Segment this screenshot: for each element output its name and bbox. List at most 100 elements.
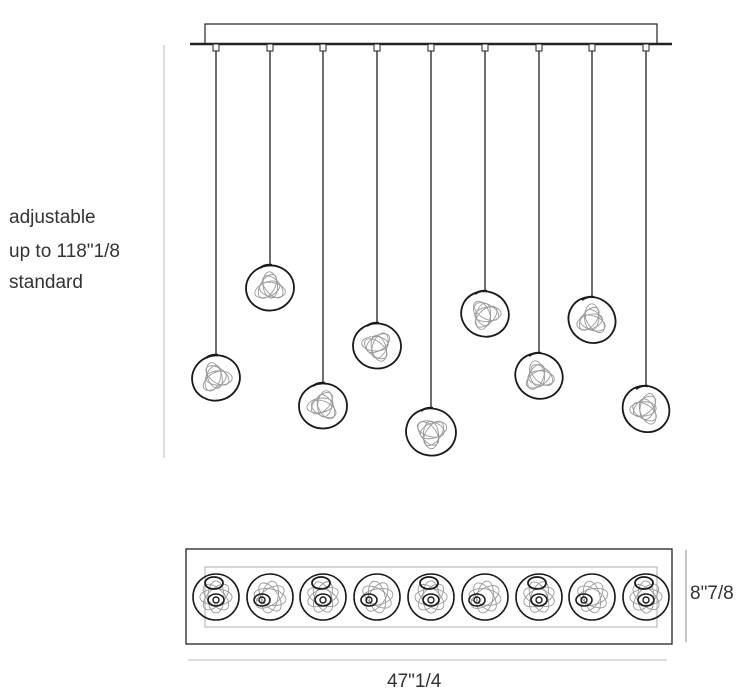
top-view-globe-7 — [515, 573, 563, 621]
top-view-wire-coil — [207, 580, 225, 614]
top-view-wire-coil — [417, 583, 445, 611]
pendant-wire-coil — [361, 336, 389, 352]
top-view-opening — [360, 593, 378, 607]
top-view-socket — [258, 596, 266, 604]
pendant-glass-lip — [420, 406, 434, 412]
top-view-globe-3 — [299, 573, 347, 621]
top-view-globe-outline — [515, 573, 563, 621]
top-view-wire-coil — [253, 588, 287, 606]
pendant-glass-lip — [474, 289, 488, 295]
top-view-wire-coil — [202, 583, 230, 611]
pendant-glass-globe — [245, 264, 295, 312]
canopy — [190, 23, 672, 46]
top-view-glass-lip — [419, 576, 439, 590]
top-view-socket — [642, 596, 650, 604]
top-view-opening — [253, 593, 271, 607]
top-view-wire-coil — [367, 580, 387, 614]
top-view-wire-coil — [470, 585, 500, 609]
pendant-socket — [427, 43, 435, 52]
top-view-wire-coil — [523, 587, 555, 607]
pendant-glass-lip — [366, 321, 380, 327]
height-label-line-1: adjustable — [9, 207, 96, 228]
depth-label: 8"7/8 — [690, 583, 734, 604]
top-view-wire-coil — [476, 580, 494, 614]
top-view-wire-coil — [362, 585, 392, 609]
top-view-glass-lip — [204, 576, 224, 590]
top-view-wire-coil — [468, 588, 502, 606]
pendant-wire-coil — [204, 365, 222, 392]
pendant-glass-lip — [259, 263, 273, 269]
top-view-globe-outline — [353, 573, 401, 621]
pendant-wire-coil — [202, 370, 227, 391]
canopy-box — [204, 23, 658, 45]
pendant-wire-coil — [306, 397, 334, 414]
pendant-glass-globe — [460, 290, 510, 338]
top-view-glass-lip — [634, 576, 654, 590]
pendant-wire-coil — [254, 280, 281, 299]
top-view-globe-9 — [622, 573, 670, 621]
pendant-socket — [212, 43, 220, 52]
pendant-socket — [266, 43, 274, 52]
pendant-1 — [191, 43, 241, 402]
top-view-wire-coil — [473, 582, 497, 612]
pendant-2 — [245, 43, 295, 312]
top-view-wire-coil — [255, 585, 285, 609]
top-view-globe-outline — [461, 573, 509, 621]
top-view-opening — [575, 593, 593, 607]
top-view-globe-outline — [246, 573, 294, 621]
top-view-inner-frame — [204, 566, 658, 628]
top-view-wire-coil — [258, 582, 282, 612]
height-label-line-3: standard — [9, 272, 83, 293]
pendant-glass-lip — [635, 384, 649, 390]
top-view-opening — [468, 593, 486, 607]
pendant-glass-globe — [567, 296, 617, 344]
pendant-4 — [352, 43, 402, 370]
pendant-glass-globe — [621, 384, 671, 434]
pendant-glass-globe — [298, 382, 348, 430]
top-view-wire-coil — [633, 583, 659, 611]
pendant-glass-lip — [581, 295, 595, 301]
top-view-globe-4 — [353, 573, 401, 621]
pendant-3 — [298, 43, 348, 430]
pendant-glass-globe — [191, 354, 241, 402]
pendant-wire-coil — [317, 390, 333, 418]
top-view-wire-coil — [417, 583, 445, 611]
top-view-socket — [365, 596, 373, 604]
pendant-5 — [405, 43, 457, 457]
top-view-wire-coil — [577, 585, 607, 609]
pendant-wire-coil — [530, 364, 554, 386]
pendant-wire-coil — [474, 306, 502, 323]
pendant-glass-lip — [312, 381, 326, 387]
top-view-globe-2 — [246, 573, 294, 621]
pendant-socket — [319, 43, 327, 52]
pendant-glass-lip — [528, 351, 542, 357]
top-view-glass-lip — [527, 576, 547, 590]
top-view-wire-coil — [580, 582, 604, 612]
pendant-8 — [567, 43, 617, 344]
top-view-globe-6 — [461, 573, 509, 621]
pendant-wire-coil — [579, 314, 606, 332]
top-view-wire-coil — [307, 586, 339, 608]
pendant-wire-coil — [525, 369, 551, 389]
top-view-opening — [314, 593, 332, 607]
pendant-wire-coil — [629, 401, 657, 417]
top-view-globe-1 — [192, 573, 240, 621]
pendant-socket — [642, 43, 650, 52]
top-view-glass-lip — [311, 576, 331, 590]
top-view-wire-coil — [261, 580, 279, 614]
pendant-glass-globe — [405, 407, 457, 457]
top-view-globe-outline — [192, 573, 240, 621]
top-view-socket — [212, 596, 220, 604]
top-view-wire-coil — [365, 582, 389, 612]
top-view-opening — [530, 593, 548, 607]
width-label: 47"1/4 — [387, 671, 442, 692]
top-view-globe-outline — [622, 573, 670, 621]
pendant-wire-coil — [638, 398, 657, 425]
pendant-7 — [514, 43, 564, 400]
top-view-globe-outline — [407, 573, 455, 621]
pendant-glass-globe — [514, 352, 564, 400]
pendant-socket — [535, 43, 543, 52]
top-view-globe-outline — [568, 573, 616, 621]
pendants — [191, 43, 671, 457]
